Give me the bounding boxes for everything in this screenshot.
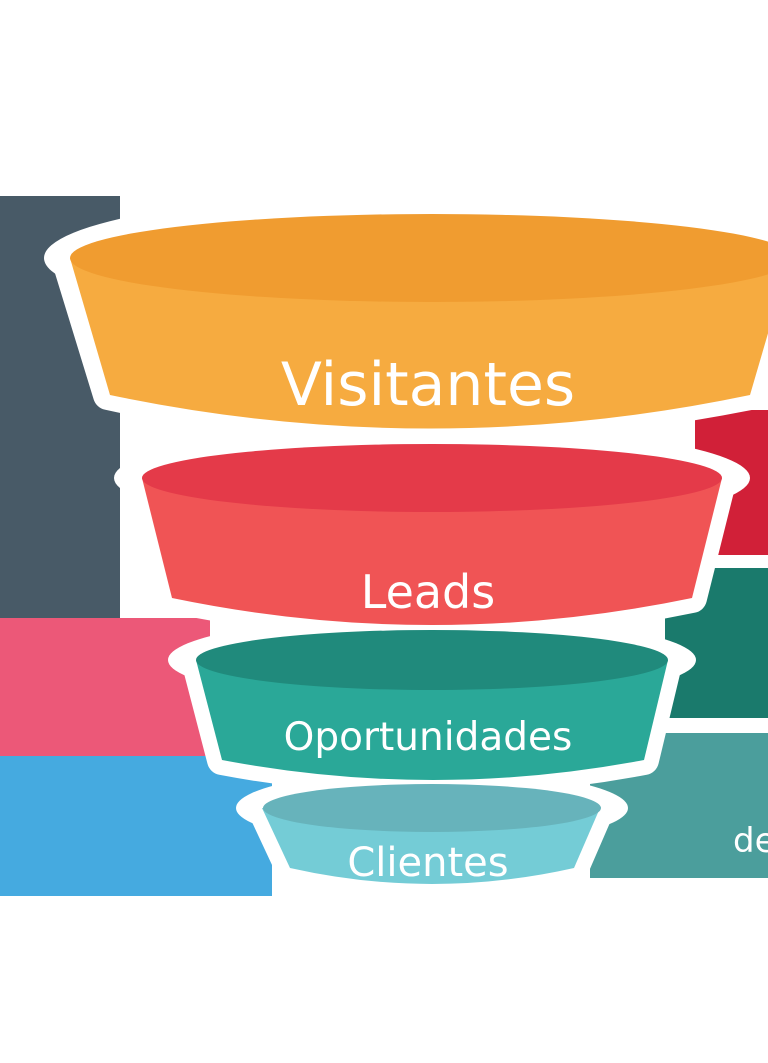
stage-label-oportunidades: Oportunidades (284, 715, 573, 760)
funnel-stage-oportunidades: Oportunidades (196, 630, 668, 780)
funnel-stage-leads: Leads (142, 444, 722, 625)
left-panel-blue (0, 756, 272, 896)
funnel-stage-visitantes: Visitantes (70, 214, 768, 429)
stage-label-leads: Leads (361, 565, 495, 619)
stage-label-visitantes: Visitantes (281, 350, 575, 420)
right-panel-partial-text: de (733, 821, 768, 861)
stage-label-clientes: Clientes (347, 840, 508, 886)
left-panel-pink (0, 618, 210, 756)
funnel-stage-clientes: Clientes (262, 784, 601, 886)
